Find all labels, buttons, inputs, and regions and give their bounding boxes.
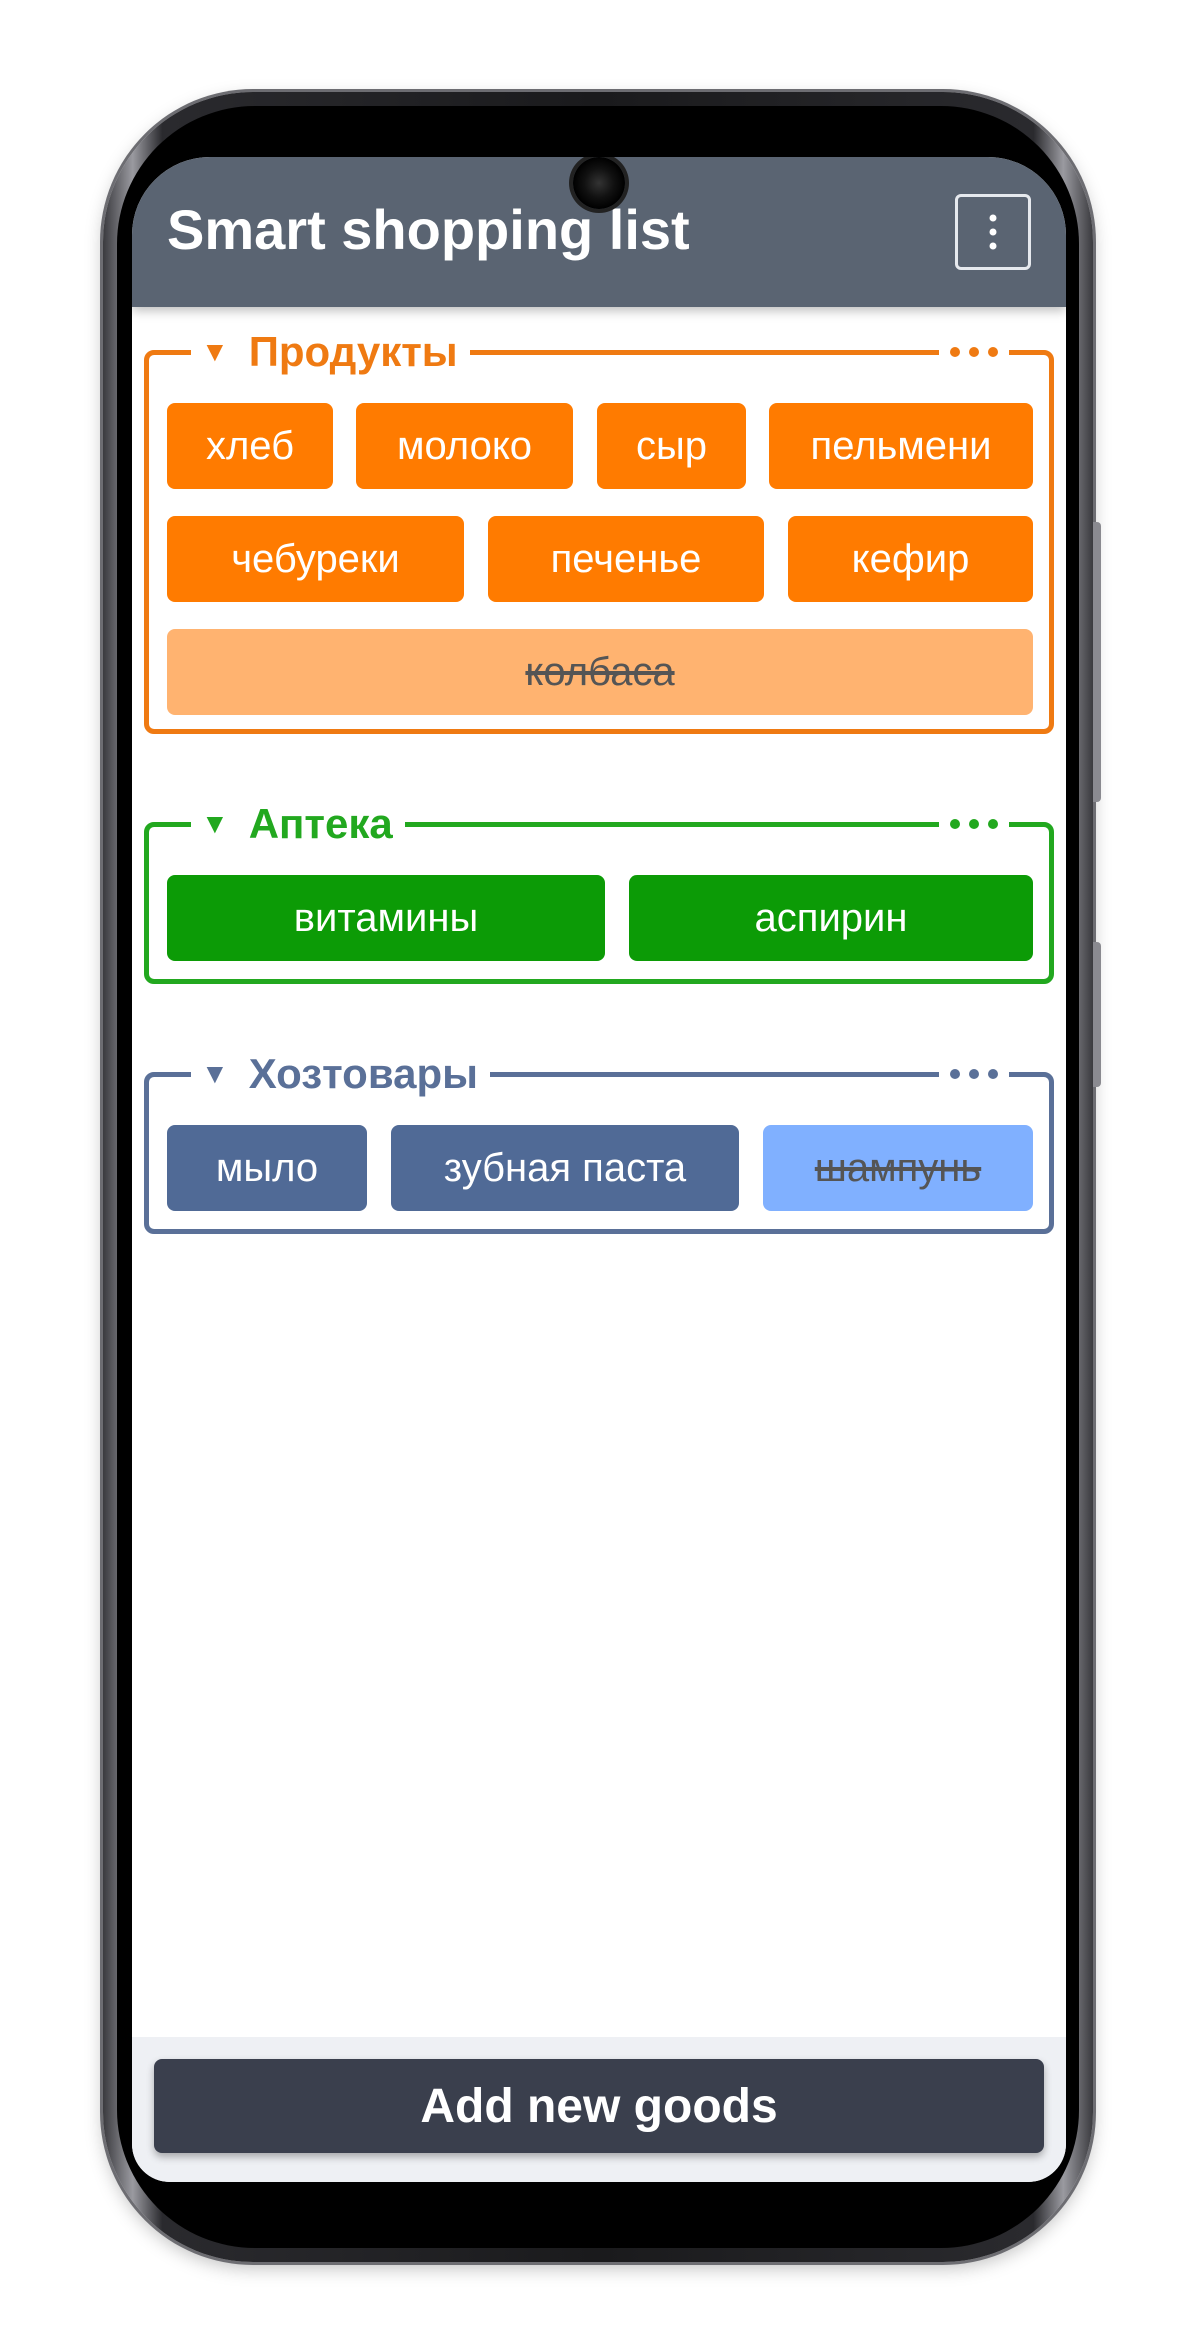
- item-chip[interactable]: печенье: [488, 516, 764, 602]
- group-header: ▼ Продукты: [149, 328, 1049, 375]
- item-label: хлеб: [205, 423, 295, 468]
- group-title: Продукты: [248, 328, 458, 375]
- more-horizontal-icon: [950, 1069, 998, 1079]
- item-label: шампунь: [814, 1145, 982, 1190]
- item-label: сыр: [636, 423, 707, 468]
- collapse-triangle-icon: ▼: [201, 808, 229, 839]
- item-chip[interactable]: мыло: [167, 1125, 367, 1211]
- group-title: Хозтовары: [248, 1050, 478, 1097]
- item-label: молоко: [396, 423, 533, 468]
- group-options-button[interactable]: [939, 802, 1009, 846]
- front-camera: [573, 157, 625, 209]
- item-label: аспирин: [754, 895, 908, 940]
- more-horizontal-icon: [950, 819, 998, 829]
- category-group-hoztovary: ▼ Хозтовары мыло зубная паста шампунь: [144, 1050, 1054, 1234]
- item-label: мыло: [215, 1145, 319, 1190]
- group-options-button[interactable]: [939, 330, 1009, 374]
- item-chip[interactable]: пельмени: [769, 403, 1033, 489]
- group-header: ▼ Хозтовары: [149, 1050, 1049, 1097]
- item-label: колбаса: [525, 649, 675, 694]
- item-label: пельмени: [810, 423, 992, 468]
- item-label: печенье: [550, 536, 702, 581]
- group-toggle[interactable]: ▼ Хозтовары: [191, 1050, 490, 1097]
- bottom-bar: Add new goods: [132, 2037, 1066, 2182]
- app-title: Smart shopping list: [167, 198, 690, 261]
- item-chip[interactable]: чебуреки: [167, 516, 464, 602]
- item-chip[interactable]: аспирин: [629, 875, 1033, 961]
- overflow-menu-button[interactable]: [955, 194, 1031, 270]
- add-new-goods-button[interactable]: Add new goods: [154, 2059, 1044, 2153]
- power-button: [1093, 942, 1101, 1087]
- item-chip[interactable]: сыр: [597, 403, 746, 489]
- item-chip[interactable]: молоко: [356, 403, 573, 489]
- item-chip[interactable]: витамины: [167, 875, 605, 961]
- group-header: ▼ Аптека: [149, 800, 1049, 847]
- category-group-produkty: ▼ Продукты хлеб молоко сыр пельмени чебу…: [144, 328, 1054, 734]
- item-chip[interactable]: зубная паста: [391, 1125, 739, 1211]
- collapse-triangle-icon: ▼: [201, 336, 229, 367]
- item-chip[interactable]: кефир: [788, 516, 1033, 602]
- item-label: зубная паста: [443, 1145, 687, 1190]
- group-title: Аптека: [248, 800, 393, 847]
- item-label: кефир: [851, 536, 970, 581]
- item-label: витамины: [293, 895, 479, 940]
- group-toggle[interactable]: ▼ Аптека: [191, 800, 405, 847]
- more-vertical-icon: [989, 214, 997, 250]
- more-horizontal-icon: [950, 347, 998, 357]
- collapse-triangle-icon: ▼: [201, 1058, 229, 1089]
- group-toggle[interactable]: ▼ Продукты: [191, 328, 470, 375]
- volume-button: [1093, 522, 1101, 802]
- item-chip[interactable]: шампунь: [763, 1125, 1033, 1211]
- category-group-apteka: ▼ Аптека витамины аспирин: [144, 800, 1054, 984]
- app-screen: Smart shopping list ▼ Продукты хлеб: [132, 157, 1066, 2182]
- group-options-button[interactable]: [939, 1052, 1009, 1096]
- item-chip[interactable]: хлеб: [167, 403, 333, 489]
- item-label: чебуреки: [231, 536, 400, 581]
- item-chip[interactable]: колбаса: [167, 629, 1033, 715]
